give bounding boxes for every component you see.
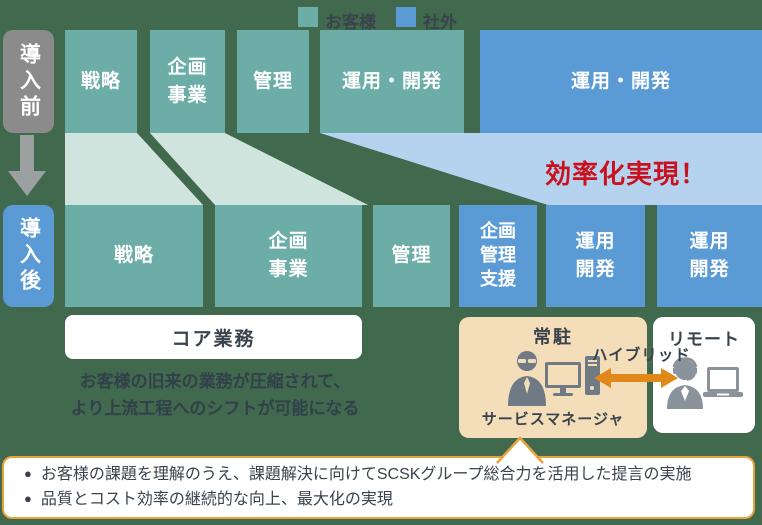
bullet-item: ● 品質とコスト効率の継続的な向上、最大化の実現: [24, 488, 745, 513]
top-box-operation-dev-customer: 運用・開発: [320, 30, 464, 133]
bullet-item: ● お客様の課題を理解のうえ、課題解決に向けてSCSKグループ総合力を活用した提…: [24, 463, 745, 488]
top-box-planning-business: 企画 事業: [150, 30, 225, 133]
box-label: 企画: [268, 231, 309, 253]
box-label: 戦略: [80, 70, 121, 92]
transition-bands: [65, 133, 762, 205]
bullet-dot: ●: [24, 490, 32, 506]
phase-before-label: 導入前: [3, 30, 54, 133]
box-label: 管理: [480, 245, 516, 266]
box-label: 運用・開発: [570, 70, 671, 92]
resident-title: 常駐: [533, 327, 573, 347]
box-label: 開発: [575, 259, 616, 280]
callout-box: ● お客様の課題を理解のうえ、課題解決に向けてSCSKグループ総合力を活用した提…: [2, 456, 755, 519]
bottom-box-planning-business: 企画 事業: [215, 205, 362, 307]
box-label: 管理: [391, 245, 432, 267]
bullet-dot: ●: [24, 465, 32, 481]
note-line-2: より上流工程へのシフトが可能になる: [70, 399, 360, 419]
legend-customer-swatch: [298, 7, 318, 27]
legend-customer-label: お客様: [325, 13, 376, 32]
strategy-transition-band: [65, 133, 203, 205]
note-text: お客様の旧来の業務が圧縮されて、 より上流工程へのシフトが可能になる: [30, 368, 400, 422]
box-label: 戦略: [113, 245, 154, 267]
operation-transition-band: [320, 133, 762, 205]
top-box-operation-dev-external: 運用・開発: [480, 30, 762, 133]
box-label: 運用: [575, 231, 616, 253]
remote-operator-laptop-icon: [665, 357, 743, 414]
core-work-label: コア業務: [65, 315, 362, 359]
bottom-box-operation-dev-2: 運用 開発: [657, 205, 762, 307]
top-box-management: 管理: [237, 30, 309, 133]
hybrid-label: ハイブリッド: [592, 347, 691, 364]
service-manager-desktop-icon: [505, 350, 601, 411]
bottom-box-planning-mgmt-support: 企画 管理 支援: [459, 205, 537, 307]
down-arrow-icon: [8, 135, 46, 196]
box-label: 企画: [167, 56, 208, 78]
box-label: 運用: [689, 231, 730, 253]
remote-title: リモート: [668, 330, 740, 349]
callout-tail: [496, 436, 544, 465]
planning-transition-band: [150, 133, 368, 205]
box-label: 管理: [252, 70, 293, 92]
box-label: 運用・開発: [341, 70, 442, 92]
bottom-box-management: 管理: [373, 205, 450, 307]
bullet-text: お客様の課題を理解のうえ、課題解決に向けてSCSKグループ総合力を活用した提言の…: [40, 465, 692, 483]
bottom-box-strategy: 戦略: [65, 205, 203, 307]
service-manager-caption: サービスマネージャ: [481, 411, 625, 428]
box-label: 事業: [167, 84, 208, 106]
legend-external-swatch: [396, 7, 416, 27]
bullet-text: 品質とコスト効率の継続的な向上、最大化の実現: [40, 490, 393, 508]
box-label: 支援: [480, 268, 516, 289]
box-label: 開発: [689, 259, 730, 280]
legend-external-label: 社外: [423, 13, 457, 32]
efficiency-label: 効率化実現！: [545, 159, 708, 189]
box-label: 企画: [480, 221, 516, 242]
box-label: 事業: [268, 259, 309, 280]
phase-after-label: 導入後: [3, 205, 54, 307]
double-arrow-icon: [594, 368, 678, 388]
bottom-box-operation-dev-1: 運用 開発: [546, 205, 645, 307]
top-box-strategy: 戦略: [65, 30, 137, 133]
note-line-1: お客様の旧来の業務が圧縮されて、: [79, 372, 351, 391]
